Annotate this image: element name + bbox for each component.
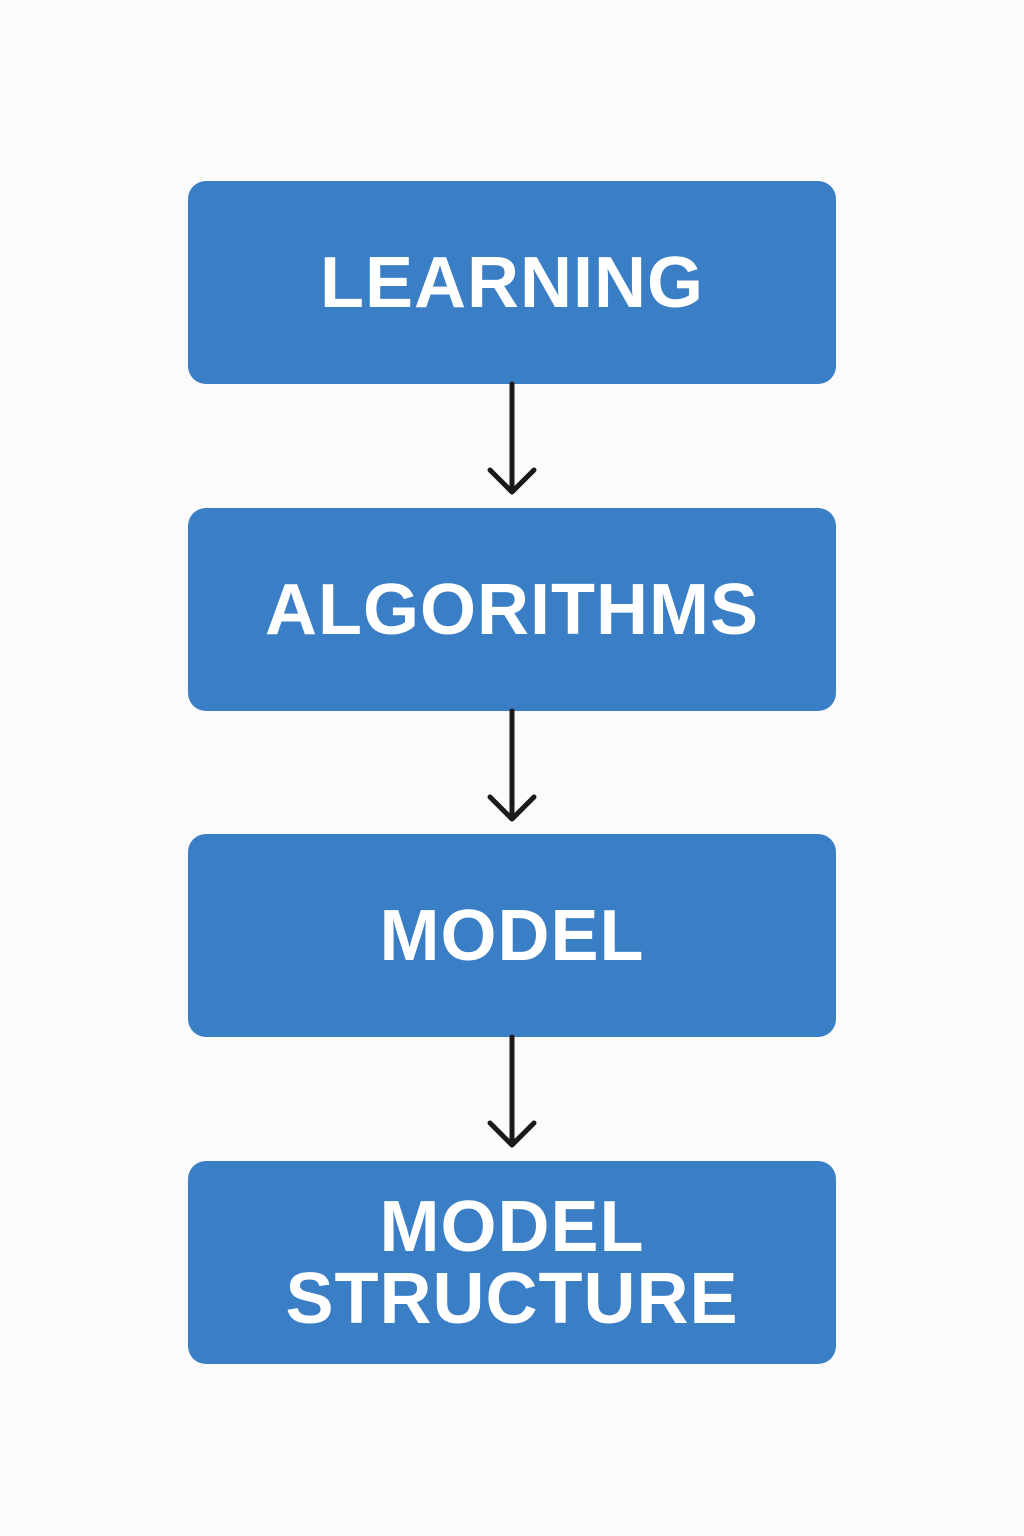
flow-box-label: ALGORITHMS	[265, 569, 759, 650]
flow-box-algorithms: ALGORITHMS	[188, 508, 836, 711]
flow-box-label-line: STRUCTURE	[285, 1258, 739, 1339]
flow-box-model-structure: MODEL STRUCTURE	[188, 1161, 836, 1364]
flow-box-label: MODEL	[379, 895, 645, 976]
down-arrow-icon	[487, 381, 537, 495]
flow-box-learning: LEARNING	[188, 181, 836, 384]
flow-box-model: MODEL	[188, 834, 836, 1037]
down-arrow-icon	[487, 1034, 537, 1148]
flow-box-label: MODEL STRUCTURE	[286, 1191, 739, 1335]
flow-box-label-line: MODEL	[379, 1186, 645, 1267]
down-arrow-icon	[487, 708, 537, 822]
flow-box-label: LEARNING	[320, 242, 704, 323]
